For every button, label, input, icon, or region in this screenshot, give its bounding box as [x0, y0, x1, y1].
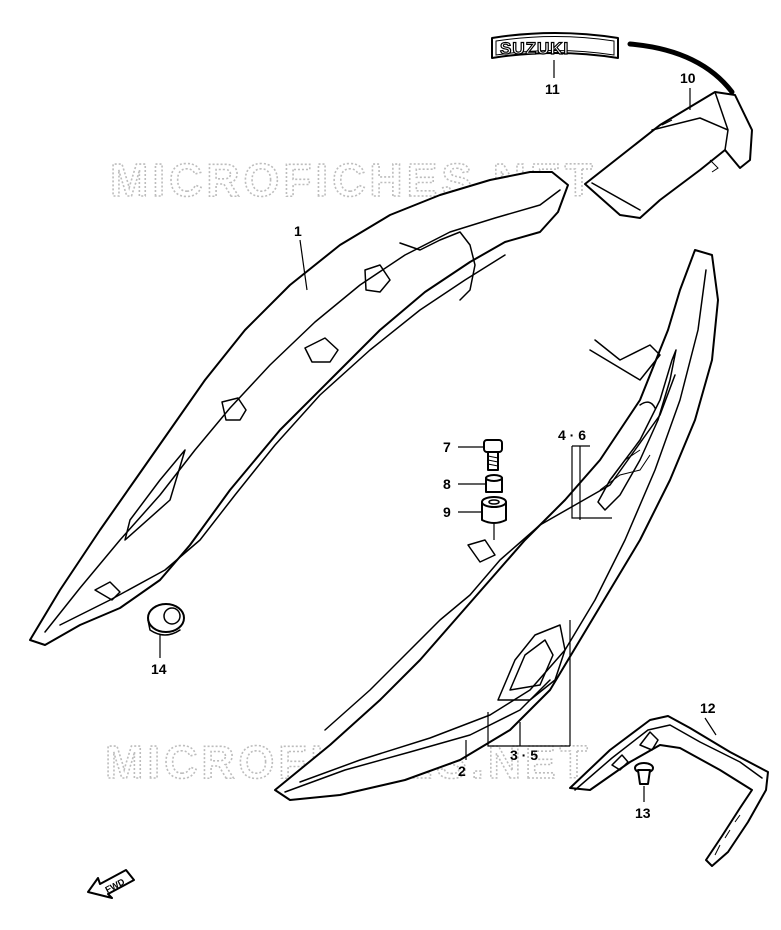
- part-14-cushion[interactable]: 14: [147, 603, 185, 677]
- callout-10: 10: [680, 70, 696, 86]
- part-1-left-frame-cover[interactable]: 1: [29, 171, 569, 646]
- part-11-emblem[interactable]: SUZUKI: [491, 32, 619, 59]
- callout-4-6: 4 · 6: [558, 427, 586, 443]
- callout-11: 11: [545, 81, 560, 97]
- callout-group-10: 10: [680, 70, 696, 110]
- part-7-bolt[interactable]: 7: [443, 439, 503, 471]
- callout-12: 12: [700, 700, 716, 716]
- part-12-rear-bracket[interactable]: 12: [569, 700, 769, 867]
- callout-9: 9: [443, 504, 451, 520]
- callout-8: 8: [443, 476, 451, 492]
- callout-14: 14: [151, 661, 167, 677]
- part-2-right-frame-cover[interactable]: 2 3 · 5 4 · 6: [274, 249, 719, 801]
- callout-3-5: 3 · 5: [510, 747, 538, 763]
- callout-2: 2: [458, 763, 466, 779]
- emblem-text: SUZUKI: [500, 39, 569, 58]
- part-8-collar[interactable]: 8: [443, 474, 503, 493]
- part-13-clip[interactable]: 13: [634, 762, 654, 821]
- callout-7: 7: [443, 439, 451, 455]
- callout-13: 13: [635, 805, 651, 821]
- callout-1: 1: [294, 223, 302, 239]
- part-10-tail-cap[interactable]: [584, 41, 753, 219]
- fwd-direction-arrow: FWD: [87, 869, 135, 899]
- part-9-grommet[interactable]: 9: [443, 496, 507, 540]
- callout-group-11: 11: [545, 60, 560, 97]
